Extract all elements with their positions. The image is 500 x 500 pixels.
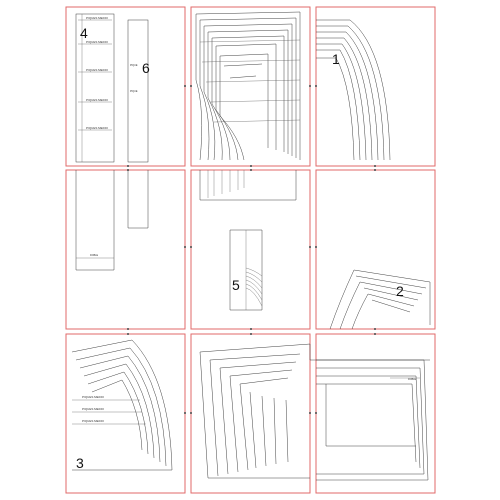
tile-3-content: 1 bbox=[316, 19, 391, 161]
tile-2-content bbox=[195, 11, 301, 161]
piece-4-outline bbox=[75, 13, 115, 163]
tile-7-frame bbox=[65, 333, 186, 494]
piece-5-number: 5 bbox=[232, 277, 240, 293]
piece-3-marker-2: PIQUES MEDIO bbox=[82, 407, 105, 411]
piece-3-marker-1: PIQUES MEDIO bbox=[82, 395, 105, 399]
registration-marks bbox=[127, 85, 376, 414]
piece-5-outline bbox=[229, 229, 263, 311]
tile-grid bbox=[65, 6, 436, 494]
tile-5-content: 5 bbox=[199, 170, 297, 311]
piece-4-number: 4 bbox=[80, 25, 88, 41]
piece-2-number: 2 bbox=[396, 283, 404, 299]
tile-1-content: PIQUES MEDIO PIQUES MEDIO PIQUES MEDIO P… bbox=[75, 13, 150, 163]
piece-4-marker-3: PIQUES MEDIO bbox=[86, 68, 109, 72]
piece-6-outline bbox=[127, 19, 149, 163]
piece-3-marker-3: PIQUES MEDIO bbox=[82, 419, 105, 423]
tile-3-frame bbox=[315, 6, 436, 167]
piece-3-number: 3 bbox=[76, 455, 84, 471]
tile-8-9-content: DOBLE bbox=[199, 343, 430, 481]
piece-1-number: 1 bbox=[332, 51, 340, 67]
piece-4-marker-4: PIQUES MEDIO bbox=[86, 98, 109, 102]
piece-6-label-2: PIQUE bbox=[130, 90, 138, 93]
piece-6-label-1: PIQUE bbox=[130, 64, 138, 67]
tile-4-content: DOBLE bbox=[75, 170, 149, 271]
piece-4-marker-5: PIQUES MEDIO bbox=[86, 126, 109, 130]
tile-8-label: DOBLE bbox=[408, 378, 417, 381]
piece-4-marker-1: PIQUES MEDIO bbox=[86, 16, 109, 20]
tile-6-content: 2 bbox=[329, 269, 431, 330]
tile-5-frame bbox=[190, 169, 311, 330]
piece-4-marker-2: PIQUES MEDIO bbox=[86, 40, 109, 44]
tile-7-content: PIQUES MEDIO PIQUES MEDIO PIQUES MEDIO 3 bbox=[71, 339, 173, 471]
tile-4-label: DOBLE bbox=[90, 254, 99, 257]
tile-8-frame bbox=[190, 333, 311, 494]
tile-6-frame bbox=[315, 169, 436, 330]
tile-4-frame bbox=[65, 169, 186, 330]
tile-9-frame bbox=[315, 333, 436, 494]
piece-6-number: 6 bbox=[142, 60, 150, 76]
